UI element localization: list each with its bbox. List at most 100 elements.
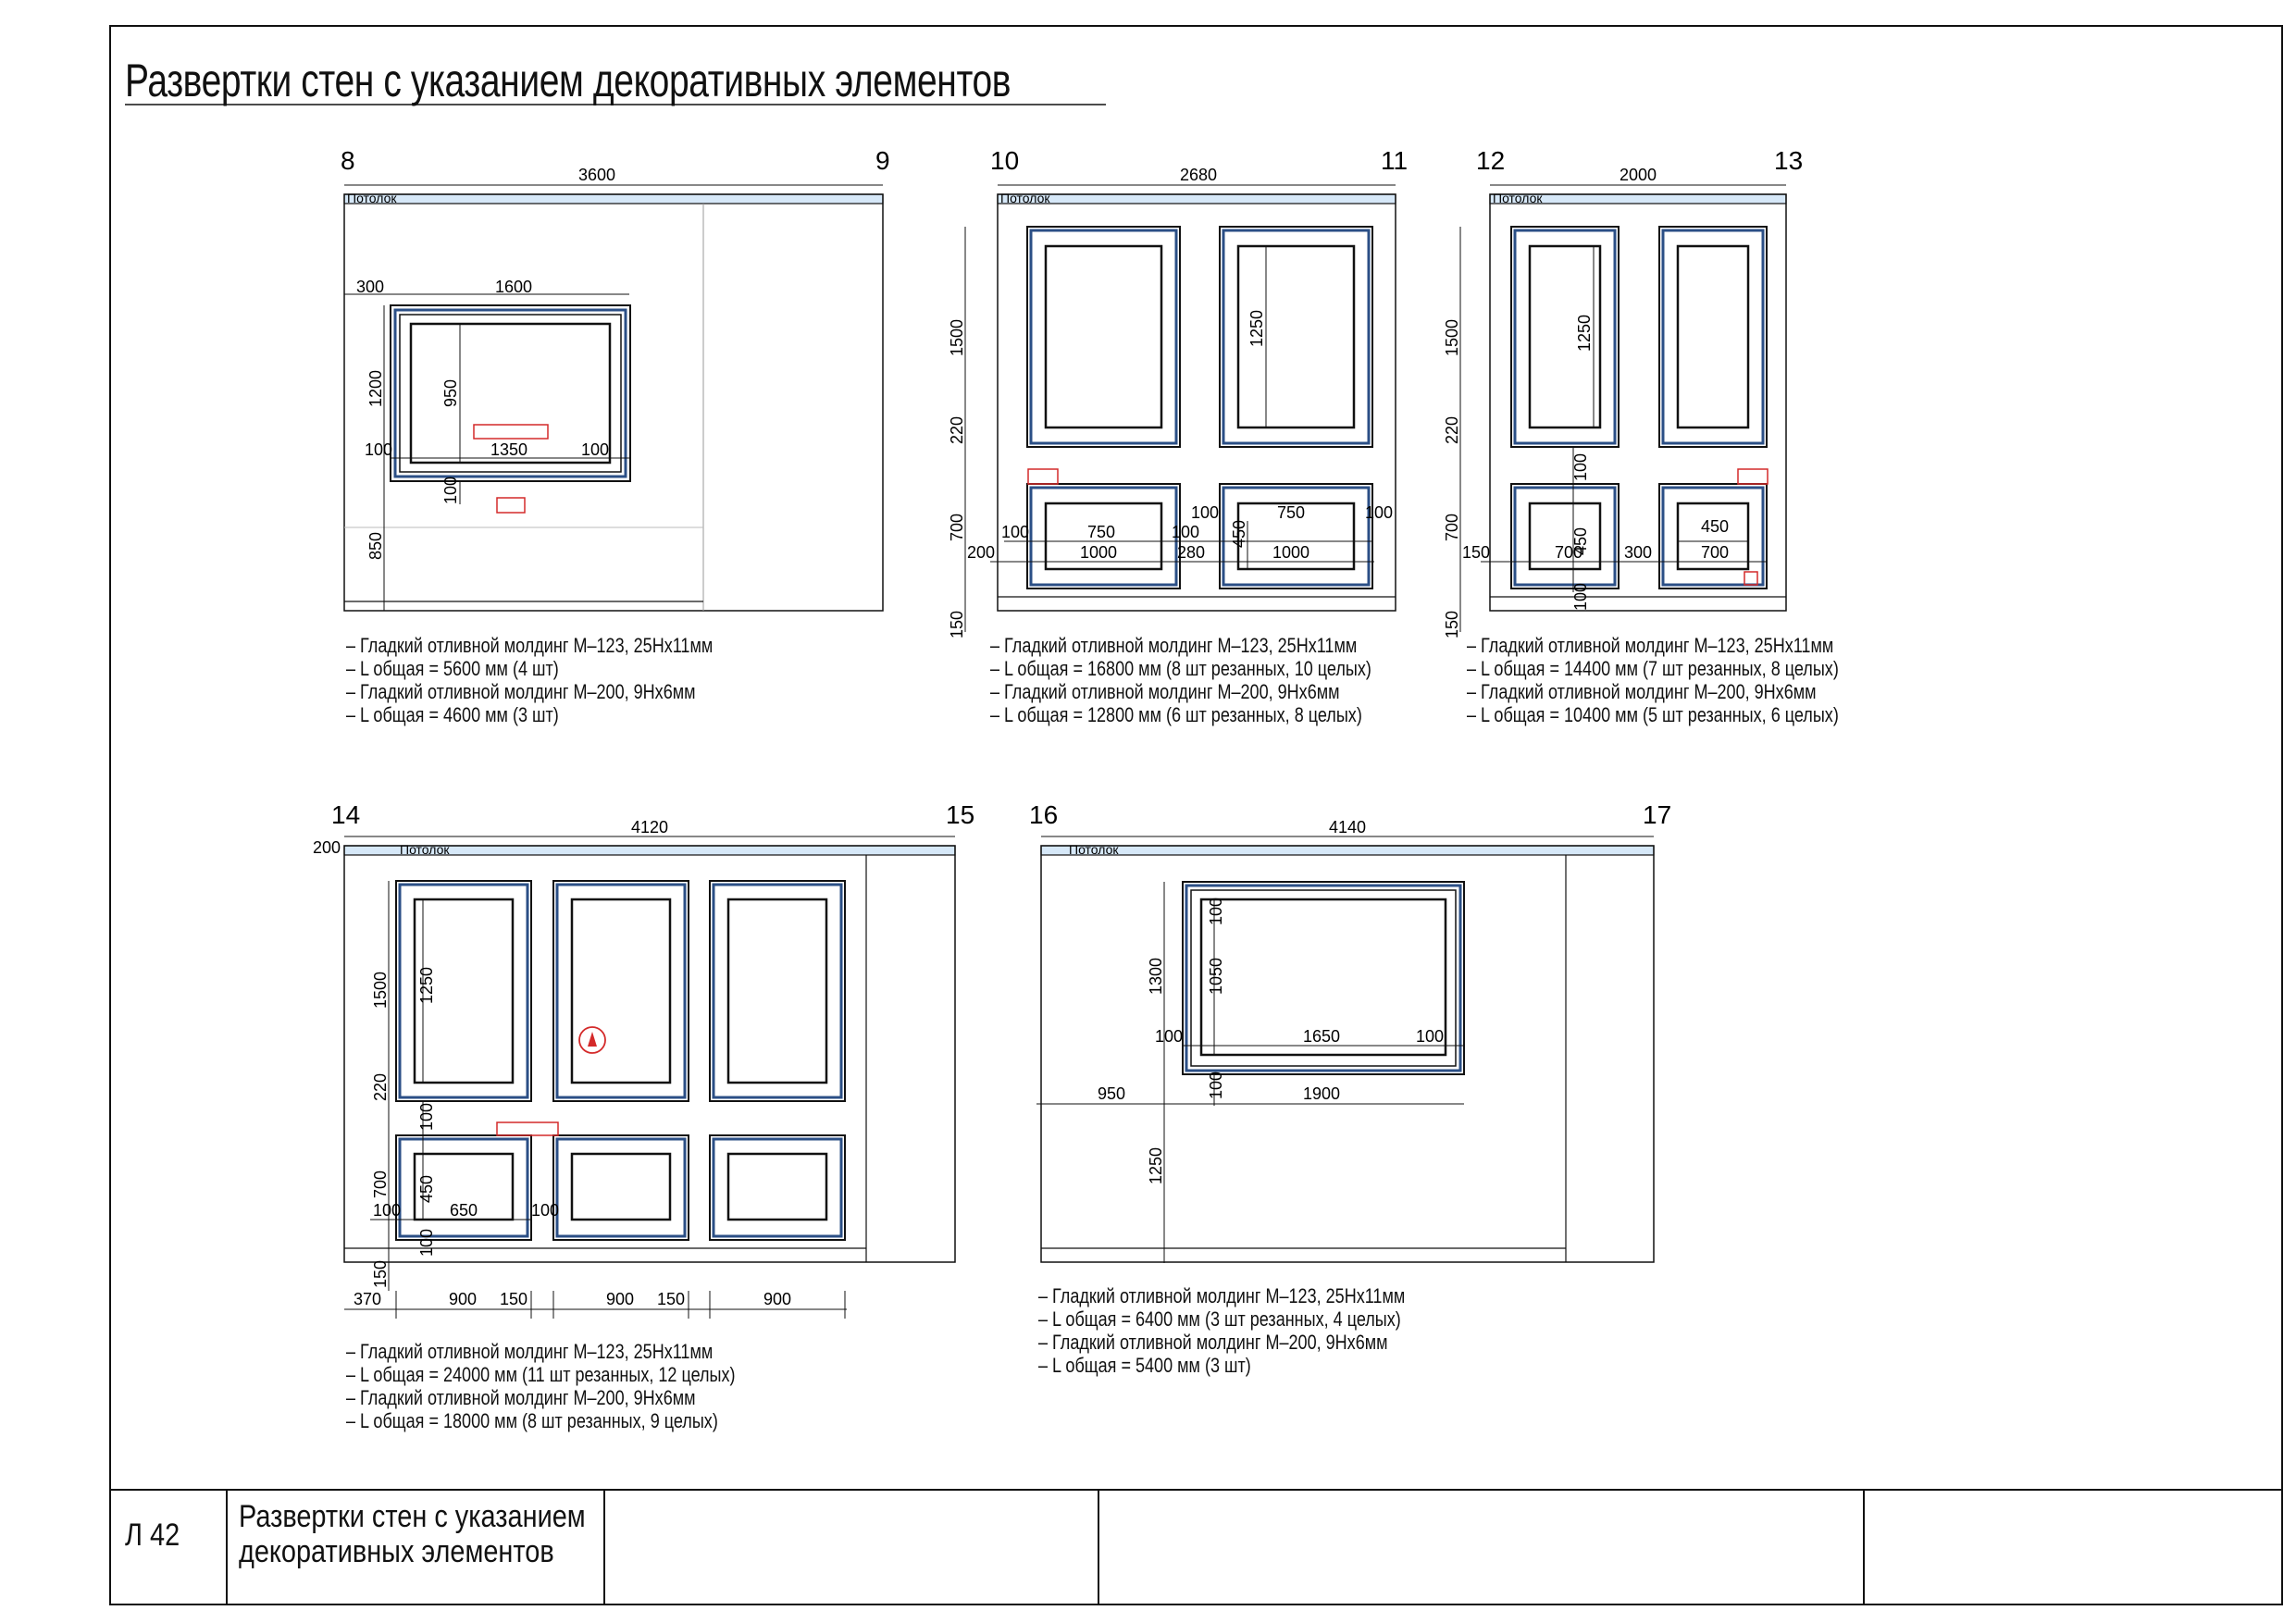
note-line: – Гладкий отливной молдинг М–200, 9Нх6мм	[990, 680, 1340, 703]
sheet-code: Л 42	[125, 1518, 180, 1553]
overall-width: 4140	[1329, 818, 1366, 836]
molding-frame-lower-1	[395, 1134, 532, 1241]
dim-label: 100	[1365, 503, 1393, 522]
note-line: – L общая = 10400 мм (5 шт резанных, 6 ц…	[1467, 703, 1839, 726]
dim-label: 220	[371, 1073, 390, 1101]
dim-label: 100	[1571, 453, 1590, 481]
wall-elevation-16-17: 16 17 4140 Потолок 100 1300 1050 100 165…	[1029, 800, 1671, 1263]
wall-outline	[997, 193, 1396, 612]
ceiling-label: Потолок	[347, 191, 397, 205]
ceiling-band	[997, 193, 1396, 204]
wall-outline	[1040, 845, 1655, 1263]
page-title: Развертки стен с указанием декоративных …	[125, 55, 1011, 106]
dim-label: 450	[417, 1175, 436, 1203]
molding-frame-upper-right	[1219, 226, 1373, 448]
ceiling-band	[1040, 845, 1655, 856]
note-line: – Гладкий отливной молдинг М–200, 9Нх6мм	[1038, 1331, 1388, 1354]
axis-end-label: 15	[946, 800, 974, 829]
note-line: – Гладкий отливной молдинг М–123, 25Нх11…	[990, 634, 1358, 657]
dim-label: 1050	[1207, 958, 1225, 995]
outlet-marker	[1744, 571, 1758, 586]
dim-label: 150	[500, 1290, 527, 1308]
note-line: – Гладкий отливной молдинг М–123, 25Нх11…	[346, 1340, 714, 1363]
dim-label: 150	[1443, 611, 1461, 638]
dim-label: 750	[1277, 503, 1305, 522]
dim-label: 1200	[366, 370, 385, 407]
wall-outline	[343, 845, 956, 1263]
dim-label: 1900	[1303, 1084, 1340, 1103]
axis-start-label: 12	[1476, 146, 1505, 175]
ceiling-band	[343, 193, 884, 204]
molding-frame-lower-left	[1026, 483, 1181, 589]
overall-width: 2000	[1620, 166, 1657, 184]
molding-frame-upper-right	[1658, 226, 1768, 448]
note-line: – Гладкий отливной молдинг М–200, 9Нх6мм	[346, 1386, 696, 1409]
dim-label: 100	[365, 440, 392, 459]
note-line: – L общая = 24000 мм (11 шт резанных, 12…	[346, 1363, 736, 1386]
dim-label: 100	[1416, 1027, 1444, 1046]
wall-notes-12-13: – Гладкий отливной молдинг М–123, 25Нх11…	[1467, 634, 1839, 726]
dim-label: 1250	[1247, 310, 1266, 347]
dim-label: 700	[1701, 543, 1729, 562]
dim-label: 100	[417, 1229, 436, 1257]
dim-label: 300	[1624, 543, 1652, 562]
dim-label: 700	[1555, 543, 1582, 562]
dim-label: 1350	[490, 440, 527, 459]
dim-label: 150	[948, 611, 966, 638]
dim-label: 700	[1443, 514, 1461, 541]
dim-label: 450	[1701, 517, 1729, 536]
note-line: – L общая = 6400 мм (3 шт резанных, 4 це…	[1038, 1307, 1401, 1331]
axis-start-label: 10	[990, 146, 1019, 175]
molding-frame-upper-left	[1026, 226, 1181, 448]
dim-label: 1000	[1080, 543, 1117, 562]
dim-label: 100	[373, 1201, 401, 1220]
dim-label: 700	[371, 1171, 390, 1198]
dim-label: 150	[657, 1290, 685, 1308]
molding-frame-lower-3	[709, 1134, 846, 1241]
title-block-title: Развертки стен с указанием декоративных …	[239, 1499, 586, 1569]
outlet-marker	[496, 1121, 559, 1136]
title-block	[110, 1489, 2282, 1604]
outlet-marker	[1737, 468, 1769, 485]
note-line: – L общая = 4600 мм (3 шт)	[346, 703, 559, 726]
axis-end-label: 17	[1643, 800, 1671, 829]
wall-outline	[343, 193, 884, 612]
note-line: – Гладкий отливной молдинг М–200, 9Нх6мм	[346, 680, 696, 703]
dim-label: 100	[1207, 898, 1225, 925]
dim-label: 200	[967, 543, 995, 562]
wall-elevation-12-13: 12 13 2000 Потолок 1500 1250 220 100 700…	[1443, 146, 1803, 638]
dim-label: 900	[449, 1290, 477, 1308]
dim-label: 100	[417, 1103, 436, 1131]
dim-label: 220	[948, 416, 966, 444]
note-line: – Гладкий отливной молдинг М–200, 9Нх6мм	[1467, 680, 1817, 703]
note-line: – L общая = 16800 мм (8 шт резанных, 10 …	[990, 657, 1371, 680]
dim-label: 150	[1462, 543, 1490, 562]
axis-end-label: 11	[1381, 146, 1408, 175]
axis-end-label: 13	[1774, 146, 1803, 175]
dim-label: 200	[313, 838, 341, 857]
dim-label: 100	[441, 477, 460, 504]
axis-end-label: 9	[875, 146, 890, 175]
molding-frame	[1182, 881, 1465, 1075]
molding-frame-upper-3	[709, 880, 846, 1102]
dim-label: 1650	[1303, 1027, 1340, 1046]
wall-outline	[1489, 193, 1787, 612]
dim-label: 950	[1098, 1084, 1125, 1103]
molding-frame-lower-2	[552, 1134, 689, 1241]
note-line: – L общая = 12800 мм (6 шт резанных, 8 ц…	[990, 703, 1362, 726]
overall-width: 2680	[1180, 166, 1217, 184]
dim-label: 450	[1571, 527, 1590, 555]
dim-label: 100	[1001, 523, 1029, 541]
wall-notes-10-11: – Гладкий отливной молдинг М–123, 25Нх11…	[990, 634, 1400, 726]
outlet-marker	[1027, 468, 1059, 485]
switch-marker	[496, 497, 526, 514]
thermostat-marker	[578, 1026, 606, 1054]
wall-elevation-10-11: 10 11 2680 Потолок 1500 1250 220 700 150…	[948, 146, 1408, 638]
note-line: – L общая = 5400 мм (3 шт)	[1038, 1354, 1251, 1377]
dim-label: 100	[1191, 503, 1219, 522]
dim-label: 1500	[948, 319, 966, 356]
dim-label: 100	[581, 440, 609, 459]
note-line: – L общая = 18000 мм (8 шт резанных, 9 ц…	[346, 1409, 718, 1432]
molding-frame-lower-right	[1658, 483, 1768, 589]
